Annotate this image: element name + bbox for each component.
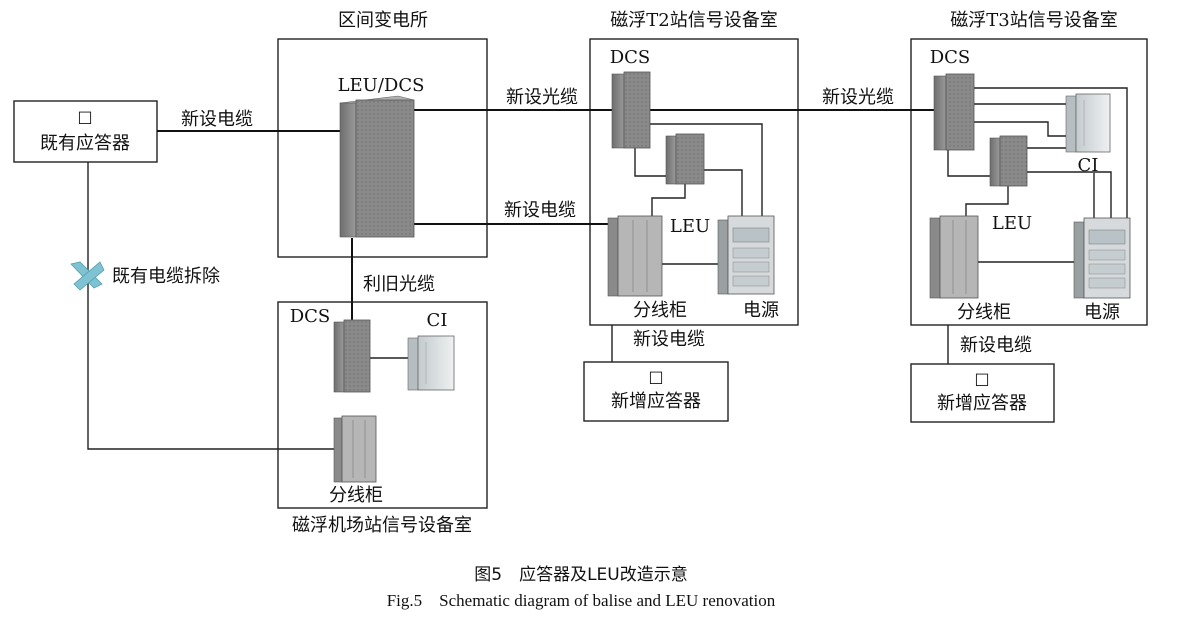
airport-station-room xyxy=(277,301,488,509)
t3-new-balise-label: 新增应答器 xyxy=(937,393,1027,414)
airport-dcs-cabinet xyxy=(333,319,371,393)
leu-dcs-label: LEU/DCS xyxy=(338,75,425,96)
caption-cn: 图5 应答器及LEU改造示意 xyxy=(474,565,687,585)
t2-dcs-cabinet xyxy=(611,71,651,149)
airport-ci-cabinet xyxy=(407,335,455,391)
t2-distribution-cabinet xyxy=(607,215,663,297)
t2-title: 磁浮T2站信号设备室 xyxy=(610,10,777,31)
t2-new-balise-label: 新增应答器 xyxy=(611,391,701,412)
t2-power-cabinet xyxy=(717,215,775,295)
t3-leu-label: LEU xyxy=(992,213,1032,234)
removed-cable-mark xyxy=(70,261,105,291)
t3-ci-label: CI xyxy=(1078,155,1099,176)
airport-title: 磁浮机场站信号设备室 xyxy=(292,515,472,536)
t2-new-balise-marker: □ xyxy=(648,367,663,386)
t3-title: 磁浮T3站信号设备室 xyxy=(950,10,1117,31)
t2-new-balise-box xyxy=(583,361,729,422)
t3-dcs-label: DCS xyxy=(930,47,971,68)
existing-balise-box xyxy=(13,100,158,163)
existing-balise-label: 既有应答器 xyxy=(40,133,130,154)
new-fiber-label-t3: 新设光缆 xyxy=(822,87,894,108)
airport-cabinet-label: 分线柜 xyxy=(329,485,383,506)
reuse-fiber-label: 利旧光缆 xyxy=(363,274,435,295)
t2-new-cable-label: 新设电缆 xyxy=(633,329,705,350)
t3-cabinet-label: 分线柜 xyxy=(957,302,1011,323)
leu-dcs-cabinet xyxy=(339,95,415,238)
existing-cable-line xyxy=(87,162,334,450)
t3-new-balise-box xyxy=(910,363,1055,423)
t2-leu-cabinet xyxy=(665,133,705,185)
t2-wiring xyxy=(611,123,763,362)
t2-dcs-label: DCS xyxy=(610,47,651,68)
t3-power-cabinet xyxy=(1073,217,1131,299)
t3-ci-cabinet xyxy=(1065,93,1111,153)
removed-cable-label: 既有电缆拆除 xyxy=(112,266,220,287)
t3-distribution-cabinet xyxy=(929,215,979,299)
t3-wiring xyxy=(947,87,1128,364)
t3-leu-cabinet xyxy=(989,135,1028,187)
t2-cabinet-label: 分线柜 xyxy=(633,300,687,321)
t3-power-label: 电源 xyxy=(1084,302,1120,323)
t2-power-label: 电源 xyxy=(743,300,779,321)
t3-new-balise-marker: □ xyxy=(974,369,989,388)
t2-leu-label: LEU xyxy=(670,216,710,237)
new-cable-label-t2: 新设电缆 xyxy=(504,200,576,221)
airport-distribution-cabinet xyxy=(333,415,377,483)
airport-ci-label: CI xyxy=(427,310,448,331)
caption-en: Fig.5 Schematic diagram of balise and LE… xyxy=(387,591,776,610)
airport-dcs-label: DCS xyxy=(290,306,331,327)
new-fiber-label-t2: 新设光缆 xyxy=(506,87,578,108)
t3-dcs-cabinet xyxy=(933,73,975,151)
balise-marker: □ xyxy=(77,107,92,126)
t3-new-cable-label: 新设电缆 xyxy=(960,335,1032,356)
substation-title: 区间变电所 xyxy=(338,10,428,31)
new-cable-label-1: 新设电缆 xyxy=(181,109,253,130)
